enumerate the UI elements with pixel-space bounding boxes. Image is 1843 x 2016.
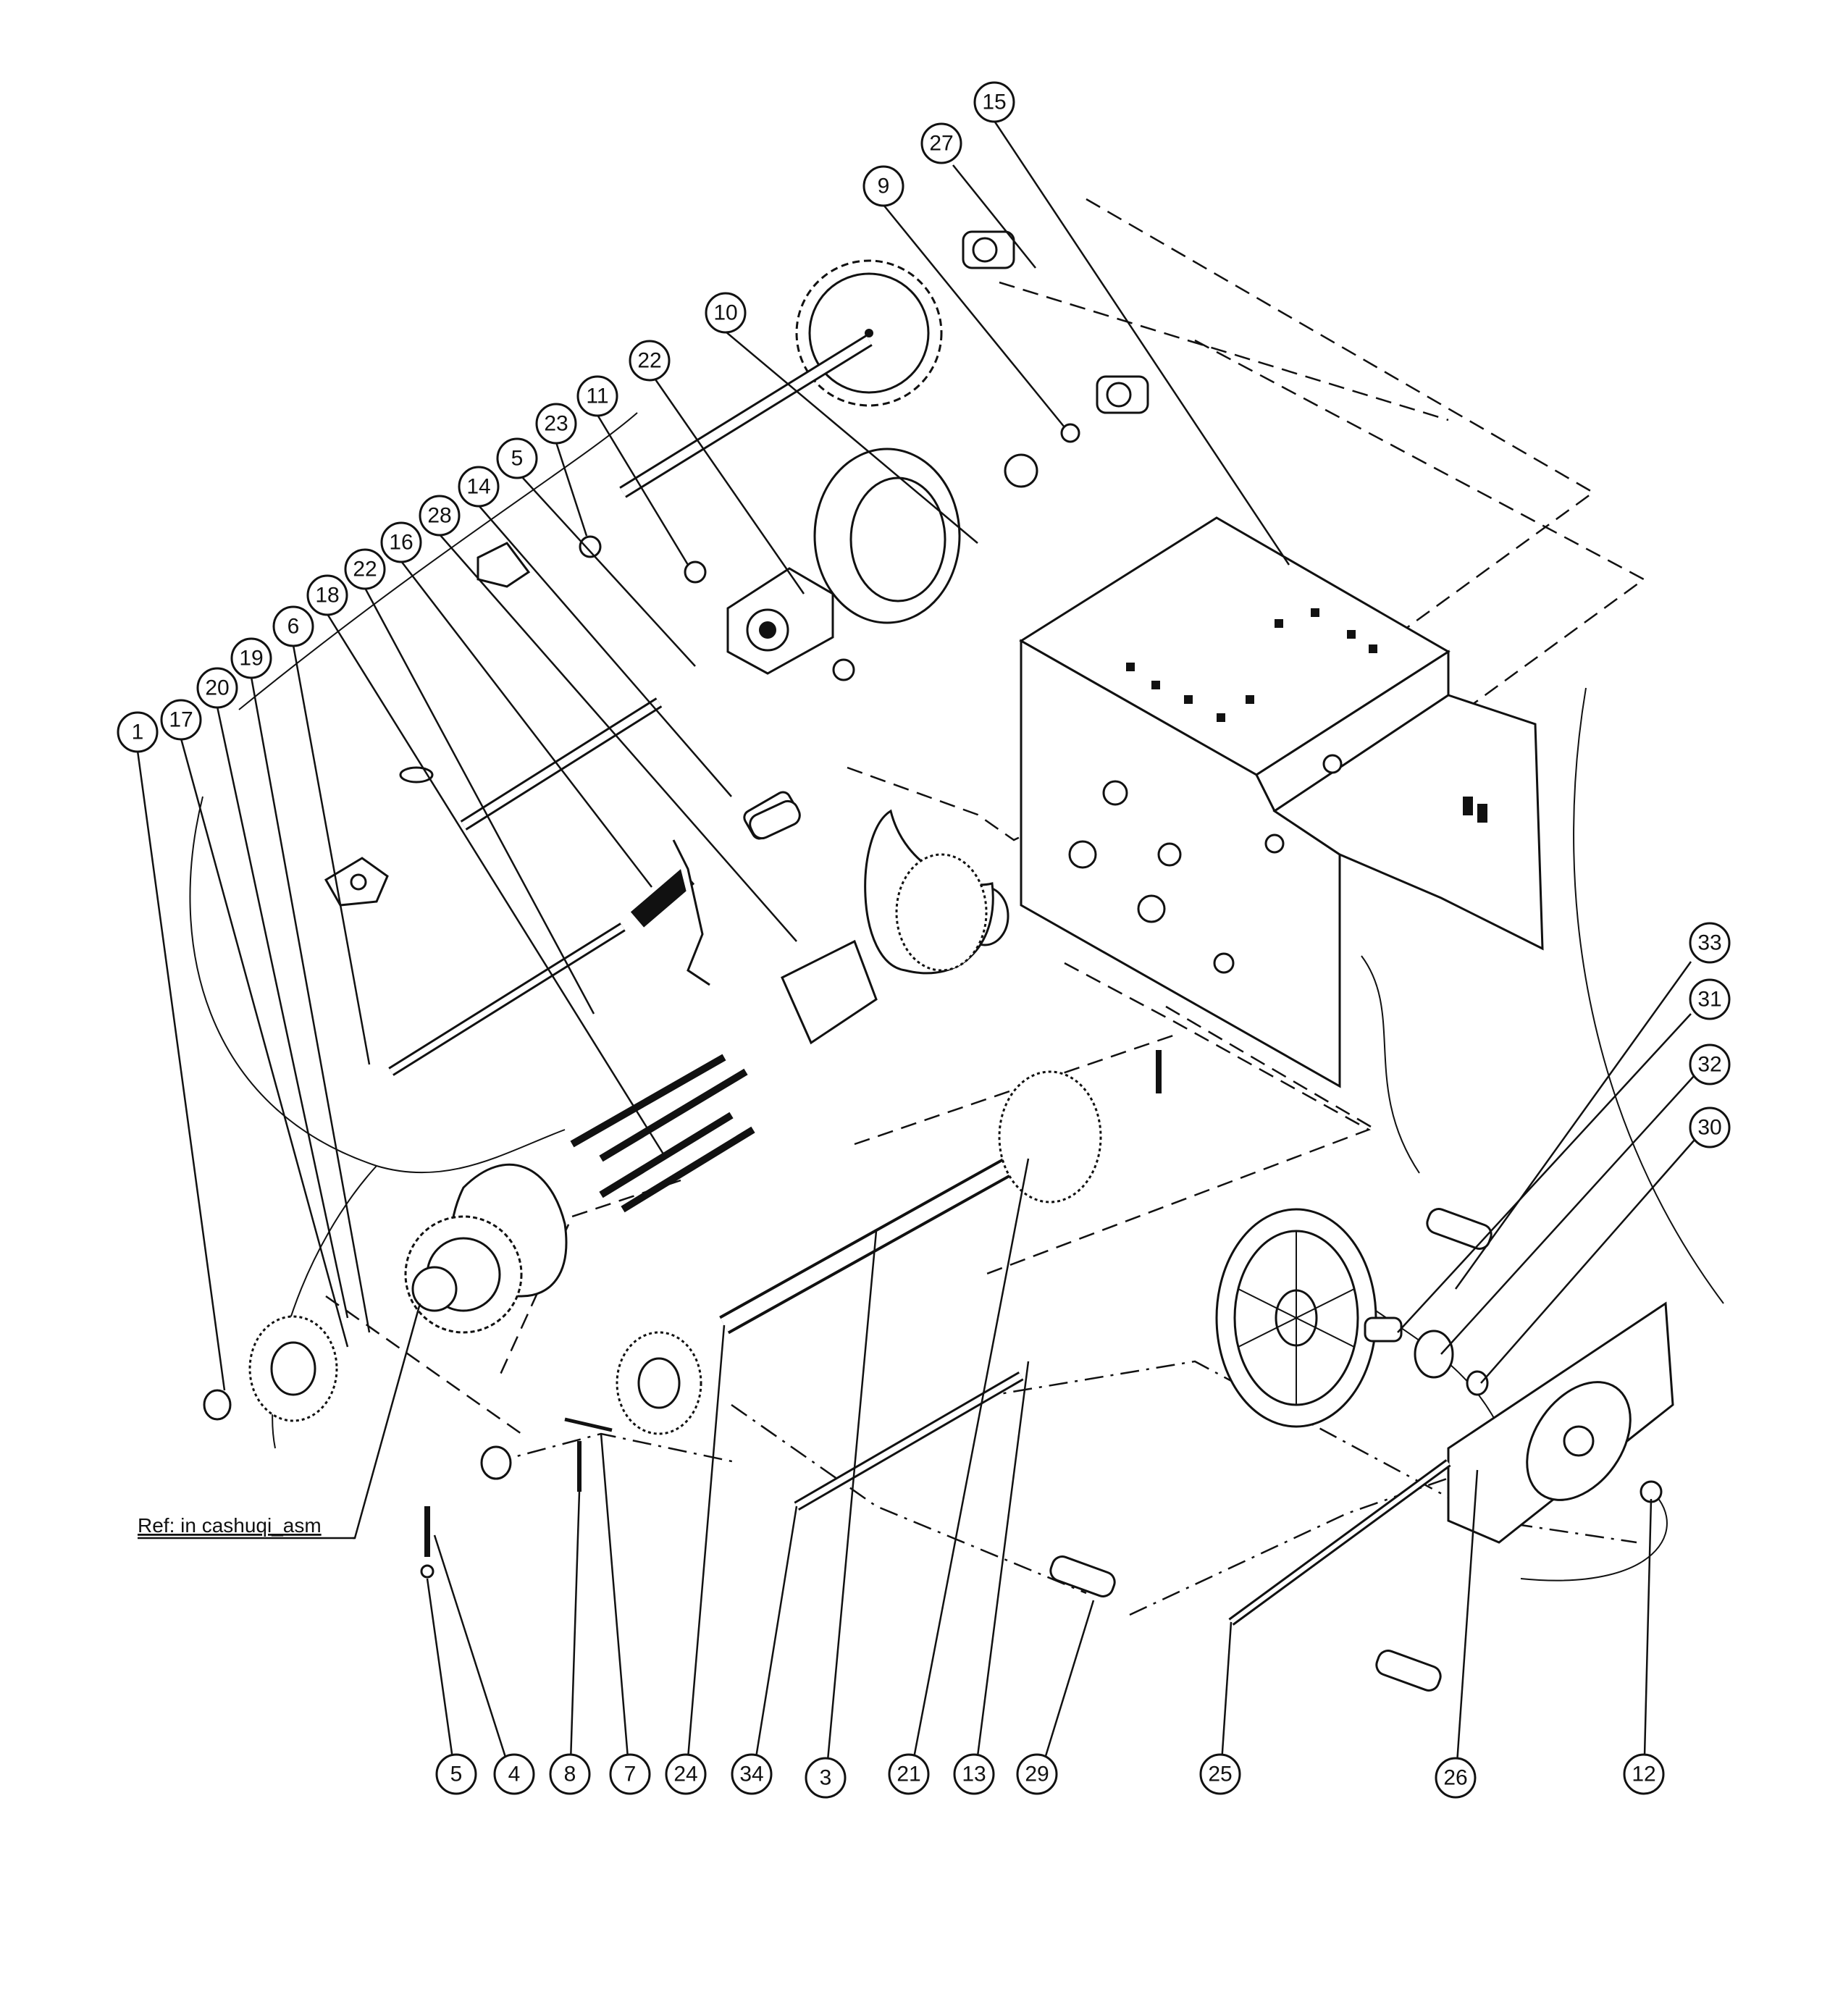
callout-1[interactable]: 1 <box>117 711 159 753</box>
callout-4[interactable]: 4 <box>493 1753 535 1795</box>
callout-28[interactable]: 28 <box>419 495 461 537</box>
callout-12[interactable]: 12 <box>1623 1753 1665 1795</box>
svg-text:5: 5 <box>511 447 524 471</box>
callouts: 15 27 9 10 22 11 23 5 14 28 16 22 18 6 1… <box>117 81 1731 1799</box>
svg-text:22: 22 <box>353 558 377 581</box>
callout-34[interactable]: 34 <box>731 1753 773 1795</box>
wheel-assembly <box>1215 1208 1489 1428</box>
svg-text:10: 10 <box>713 301 737 325</box>
svg-text:6: 6 <box>287 615 300 639</box>
svg-text:34: 34 <box>739 1763 763 1786</box>
upper-sprocket-assembly <box>477 230 1149 681</box>
svg-text:19: 19 <box>239 647 263 671</box>
callout-21[interactable]: 21 <box>888 1753 930 1795</box>
svg-text:24: 24 <box>673 1763 697 1786</box>
svg-text:27: 27 <box>929 132 953 156</box>
svg-text:11: 11 <box>586 385 608 408</box>
frame-housing <box>1019 516 1544 1088</box>
callout-26[interactable]: 26 <box>1435 1757 1477 1799</box>
svg-text:22: 22 <box>637 349 661 373</box>
svg-text:7: 7 <box>624 1763 637 1786</box>
svg-text:4: 4 <box>508 1763 521 1786</box>
callout-30[interactable]: 30 <box>1689 1106 1731 1148</box>
svg-text:16: 16 <box>389 531 413 555</box>
callout-18[interactable]: 18 <box>306 574 348 616</box>
callout-3[interactable]: 3 <box>805 1757 847 1799</box>
svg-text:1: 1 <box>132 721 144 744</box>
svg-text:13: 13 <box>962 1763 986 1786</box>
svg-text:18: 18 <box>315 584 339 608</box>
callout-6[interactable]: 6 <box>272 605 314 647</box>
svg-text:15: 15 <box>982 91 1006 114</box>
callout-27[interactable]: 27 <box>920 122 962 164</box>
leader-lines <box>136 120 1706 1785</box>
svg-text:32: 32 <box>1697 1053 1721 1077</box>
svg-text:28: 28 <box>427 504 451 528</box>
callout-33[interactable]: 33 <box>1689 922 1731 964</box>
callout-10[interactable]: 10 <box>705 292 747 334</box>
svg-text:30: 30 <box>1697 1116 1721 1140</box>
callout-19[interactable]: 19 <box>230 637 272 679</box>
svg-text:14: 14 <box>466 475 490 499</box>
svg-text:23: 23 <box>544 412 568 436</box>
gears <box>248 1315 702 1435</box>
callout-29[interactable]: 29 <box>1016 1753 1058 1795</box>
callout-22[interactable]: 22 <box>629 340 671 382</box>
callout-17[interactable]: 17 <box>160 699 202 741</box>
svg-text:5: 5 <box>450 1763 463 1786</box>
callout-31[interactable]: 31 <box>1689 978 1731 1020</box>
lower-axle-assembly <box>404 853 1102 1335</box>
svg-text:29: 29 <box>1025 1763 1049 1786</box>
svg-text:33: 33 <box>1697 931 1721 955</box>
callout-25[interactable]: 25 <box>1199 1753 1241 1795</box>
svg-text:26: 26 <box>1443 1766 1467 1790</box>
callout-22[interactable]: 22 <box>344 548 386 590</box>
svg-text:12: 12 <box>1632 1763 1655 1786</box>
callout-13[interactable]: 13 <box>953 1753 995 1795</box>
svg-text:25: 25 <box>1208 1763 1232 1786</box>
small-parts <box>203 1389 613 1579</box>
callout-7[interactable]: 7 <box>609 1753 651 1795</box>
svg-text:17: 17 <box>169 708 193 732</box>
svg-text:8: 8 <box>564 1763 576 1786</box>
callout-5[interactable]: 5 <box>496 437 538 479</box>
reference-label: Ref: in cashuqi_asm <box>138 1514 322 1537</box>
side-plate-assembly <box>749 799 1674 1692</box>
svg-text:21: 21 <box>897 1763 920 1786</box>
callout-32[interactable]: 32 <box>1689 1043 1731 1085</box>
svg-text:20: 20 <box>205 676 229 700</box>
svg-text:9: 9 <box>878 175 890 198</box>
callout-23[interactable]: 23 <box>535 403 577 445</box>
callout-14[interactable]: 14 <box>458 466 500 508</box>
callout-8[interactable]: 8 <box>549 1753 591 1795</box>
callout-24[interactable]: 24 <box>665 1753 707 1795</box>
svg-text:31: 31 <box>1697 988 1721 1012</box>
svg-text:3: 3 <box>820 1766 832 1790</box>
callout-9[interactable]: 9 <box>862 165 904 207</box>
callout-15[interactable]: 15 <box>973 81 1015 123</box>
callout-16[interactable]: 16 <box>380 521 422 563</box>
bolts <box>570 1050 1162 1213</box>
callout-11[interactable]: 11 <box>576 375 618 417</box>
callout-5[interactable]: 5 <box>435 1753 477 1795</box>
callout-20[interactable]: 20 <box>196 667 238 709</box>
